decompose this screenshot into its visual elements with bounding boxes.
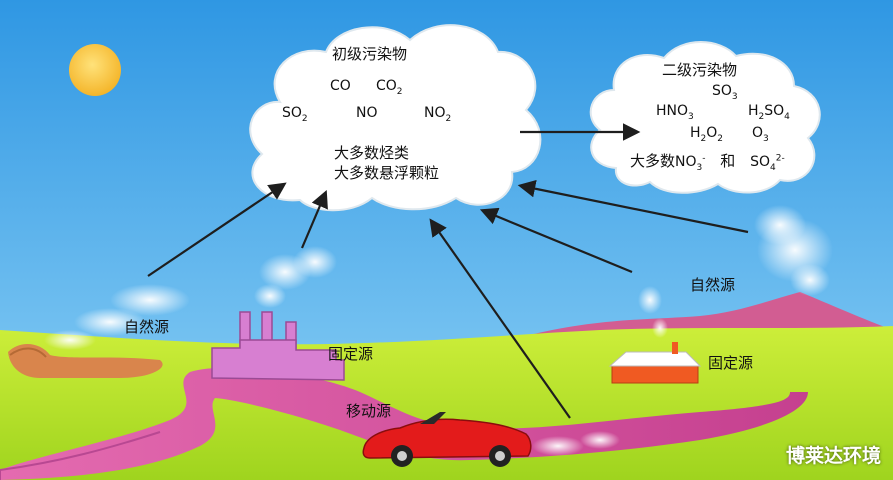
car-icon [362, 412, 532, 467]
arrows [147, 123, 749, 419]
chem-co: CO [330, 78, 351, 94]
hydrocarbons-label: 大多数烃类 [334, 144, 410, 162]
arrow-natural-left [147, 182, 287, 277]
exhaust-smoke [532, 436, 584, 456]
chem-no2: NO2 [424, 105, 452, 124]
chem-no: NO [356, 105, 378, 121]
arrow-natural-right [517, 180, 749, 234]
chem-so2: SO2 [282, 105, 308, 124]
factory-left [211, 311, 345, 381]
arrow-stationary-left [300, 189, 328, 249]
secondary-cloud [589, 41, 821, 194]
building-right [608, 342, 702, 384]
natural-source-left [8, 344, 163, 378]
house-smoke [638, 286, 662, 314]
smoke-left [110, 284, 190, 316]
arrow-stationary-right [479, 207, 633, 274]
chem-h2so4: H2SO4 [748, 103, 790, 122]
chem-co2: CO2 [376, 78, 403, 97]
chem-so3: SO3 [712, 83, 738, 102]
sun-icon [69, 44, 121, 96]
arrow-mobile [429, 218, 571, 419]
secondary-title: 二级污染物 [662, 61, 738, 79]
label-natural-right: 自然源 [690, 276, 736, 294]
chem-no3: NO3- [675, 153, 706, 173]
label-stationary-right: 固定源 [708, 354, 754, 372]
label-stationary-left: 固定源 [328, 345, 374, 363]
primary-cloud [249, 24, 542, 212]
label-mobile: 移动源 [346, 402, 392, 420]
primary-title: 初级污染物 [332, 45, 408, 63]
watermark: 博莱达环境 [785, 445, 881, 467]
chem-so4: SO42- [750, 153, 785, 173]
road [0, 367, 808, 480]
chem-o3: O3 [752, 125, 769, 144]
chem-h2o2: H2O2 [690, 125, 724, 144]
particles-label: 大多数悬浮颗粒 [334, 164, 440, 182]
label-natural-left: 自然源 [124, 318, 170, 336]
chem-hno3: HNO3 [656, 103, 694, 122]
secondary-most-label: 大多数NO3- 和 SO42- [630, 152, 785, 173]
